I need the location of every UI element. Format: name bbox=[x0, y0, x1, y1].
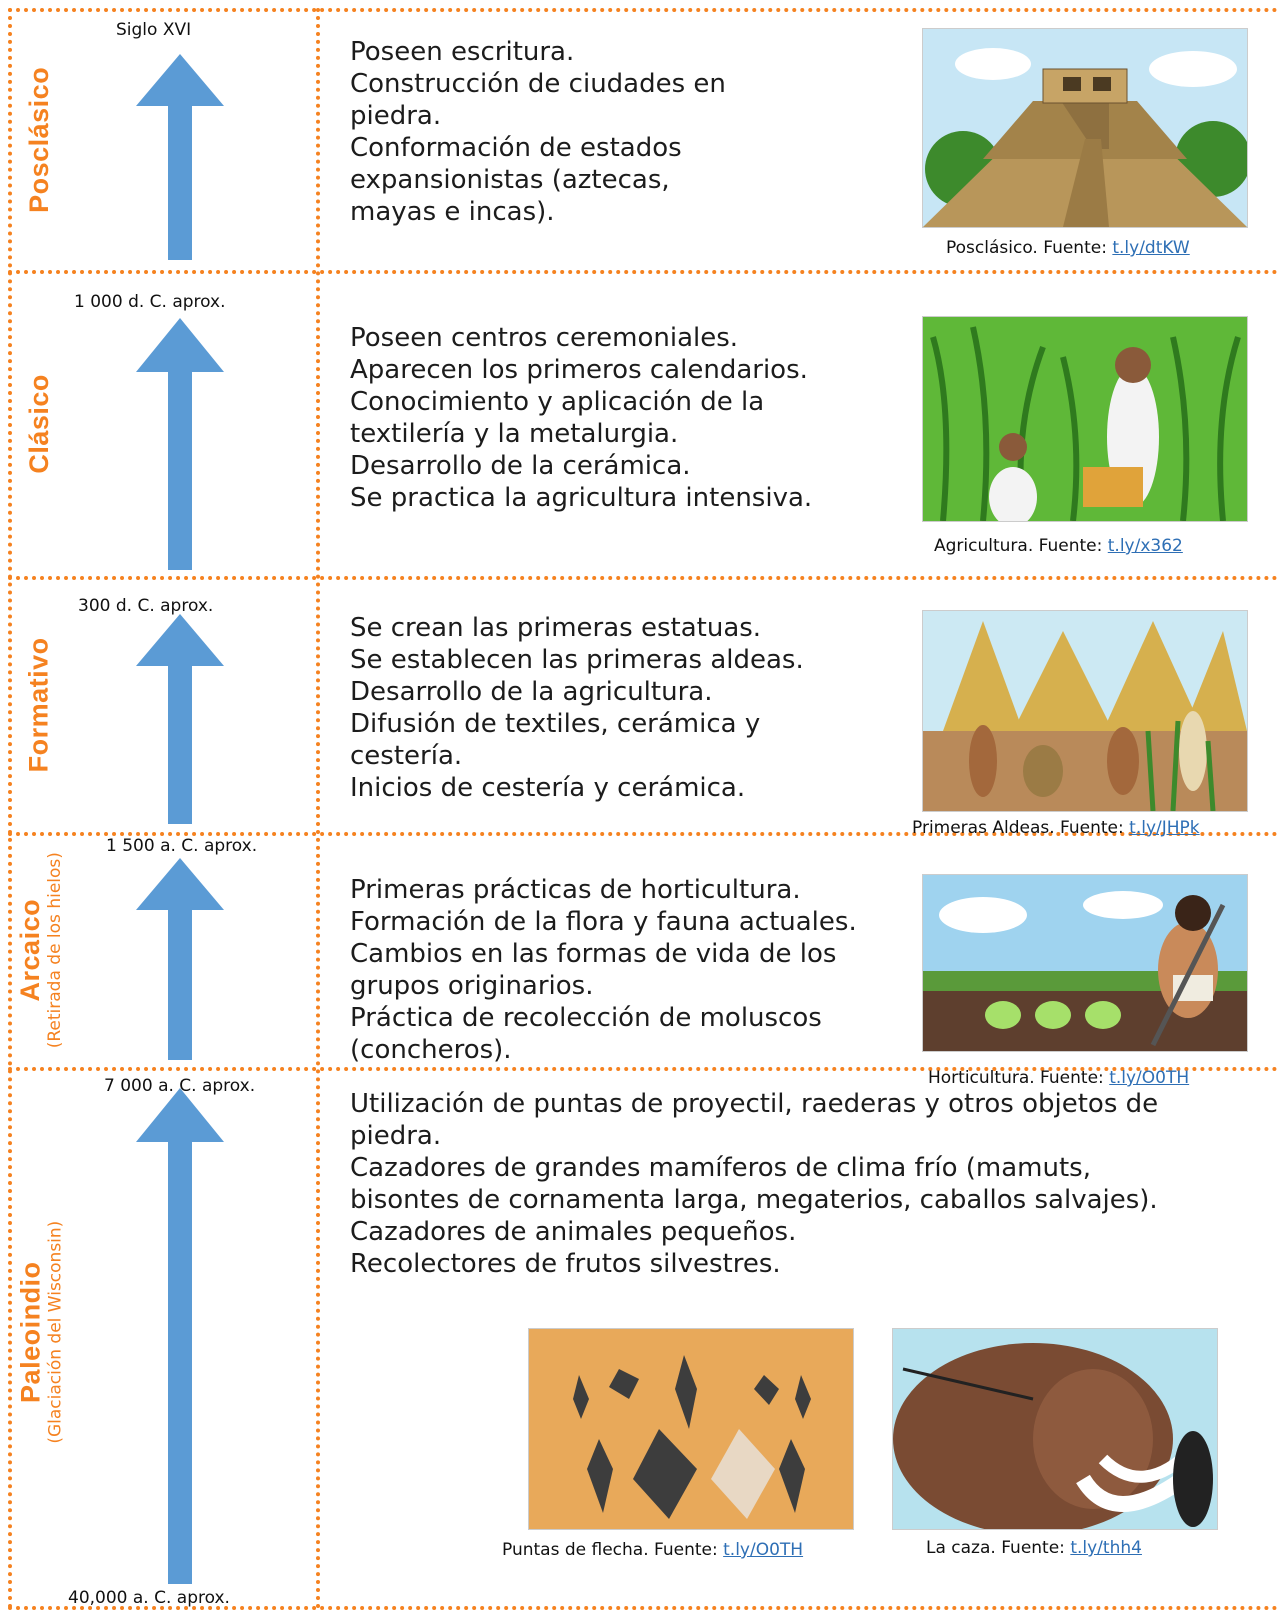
feature-list: Se crean las primeras estatuas. Se estab… bbox=[350, 612, 804, 804]
image-caption: La caza. Fuente: t.ly/thh4 bbox=[926, 1538, 1142, 1558]
source-link[interactable]: t.ly/O0TH bbox=[1109, 1068, 1190, 1088]
date-label: 7 000 a. C. aprox. bbox=[104, 1076, 256, 1096]
source-link[interactable]: t.ly/O0TH bbox=[723, 1540, 804, 1560]
mammoth-hunt-illustration bbox=[892, 1328, 1218, 1530]
row-divider bbox=[8, 1067, 1278, 1071]
period-label: Arcaico (Retirada de los hielos) bbox=[14, 836, 65, 1065]
up-arrow-icon bbox=[136, 318, 224, 570]
period-subtitle: (Retirada de los hielos) bbox=[44, 852, 65, 1049]
period-name: Posclásico bbox=[24, 66, 55, 214]
feature-item: Práctica de recolección de moluscos bbox=[350, 1003, 822, 1033]
image-caption: Horticultura. Fuente: t.ly/O0TH bbox=[928, 1068, 1190, 1088]
source-link[interactable]: t.ly/x362 bbox=[1107, 536, 1183, 556]
date-label: 1 500 a. C. aprox. bbox=[106, 836, 258, 856]
period-label: Clásico bbox=[18, 274, 62, 574]
up-arrow-icon bbox=[136, 858, 224, 1060]
feature-item: Difusión de textiles, cerámica y bbox=[350, 709, 761, 739]
date-label: 300 d. C. aprox. bbox=[78, 596, 214, 616]
feature-item: Conocimiento y aplicación de la bbox=[350, 387, 765, 417]
feature-item: Cambios en las formas de vida de los bbox=[350, 939, 837, 969]
feature-item: Primeras prácticas de horticultura. bbox=[350, 875, 801, 905]
date-label: 40,000 a. C. aprox. bbox=[68, 1588, 230, 1608]
feature-item: expansionistas (aztecas, bbox=[350, 165, 670, 195]
left-border bbox=[8, 8, 12, 1610]
up-arrow-icon bbox=[136, 54, 224, 260]
period-label: Posclásico bbox=[18, 12, 62, 268]
horticulture-illustration bbox=[922, 874, 1248, 1052]
feature-item: Aparecen los primeros calendarios. bbox=[350, 355, 808, 385]
feature-item: Cazadores de animales pequeños. bbox=[350, 1217, 797, 1247]
row-divider bbox=[8, 832, 1278, 836]
up-arrow-icon bbox=[136, 614, 224, 824]
feature-item: Desarrollo de la cerámica. bbox=[350, 451, 691, 481]
source-link[interactable]: t.ly/JHPk bbox=[1129, 818, 1200, 838]
row-divider bbox=[8, 576, 1278, 580]
feature-item: (concheros). bbox=[350, 1035, 512, 1065]
feature-item: Construcción de ciudades en bbox=[350, 69, 726, 99]
feature-item: Se establecen las primeras aldeas. bbox=[350, 645, 804, 675]
period-label: Formativo bbox=[18, 580, 62, 830]
feature-item: piedra. bbox=[350, 1121, 442, 1151]
arrowheads-illustration bbox=[528, 1328, 854, 1530]
pyramid-illustration bbox=[922, 28, 1248, 228]
period-subtitle: (Glaciación del Wisconsin) bbox=[44, 1220, 65, 1444]
feature-item: Recolectores de frutos silvestres. bbox=[350, 1249, 781, 1279]
feature-item: Poseen escritura. bbox=[350, 37, 575, 67]
feature-item: Se crean las primeras estatuas. bbox=[350, 613, 762, 643]
feature-item: grupos originarios. bbox=[350, 971, 594, 1001]
feature-item: Conformación de estados bbox=[350, 133, 682, 163]
feature-item: Cazadores de grandes mamíferos de clima … bbox=[350, 1153, 1091, 1183]
column-divider bbox=[316, 8, 320, 1610]
row-divider bbox=[8, 270, 1278, 274]
image-caption: Agricultura. Fuente: t.ly/x362 bbox=[934, 536, 1183, 556]
agriculture-illustration bbox=[922, 316, 1248, 522]
feature-item: mayas e incas). bbox=[350, 197, 555, 227]
feature-item: cestería. bbox=[350, 741, 463, 771]
feature-list: Poseen centros ceremoniales. Aparecen lo… bbox=[350, 322, 812, 514]
feature-list: Poseen escritura. Construcción de ciudad… bbox=[350, 36, 726, 228]
period-name: Paleoindio bbox=[14, 1261, 45, 1403]
up-arrow-icon bbox=[136, 1088, 224, 1584]
feature-list: Utilización de puntas de proyectil, raed… bbox=[350, 1088, 1158, 1280]
feature-item: Inicios de cestería y cerámica. bbox=[350, 773, 746, 803]
image-caption: Primeras Aldeas. Fuente: t.ly/JHPk bbox=[912, 818, 1200, 838]
period-label: Paleoindio (Glaciación del Wisconsin) bbox=[14, 1072, 65, 1592]
period-name: Formativo bbox=[24, 637, 55, 773]
source-link[interactable]: t.ly/dtKW bbox=[1112, 238, 1190, 258]
feature-item: Formación de la flora y fauna actuales. bbox=[350, 907, 857, 937]
feature-list: Primeras prácticas de horticultura. Form… bbox=[350, 874, 857, 1066]
image-caption: Puntas de flecha. Fuente: t.ly/O0TH bbox=[502, 1540, 804, 1560]
period-name: Arcaico bbox=[14, 899, 45, 1002]
feature-item: Desarrollo de la agricultura. bbox=[350, 677, 713, 707]
feature-item: Se practica la agricultura intensiva. bbox=[350, 483, 813, 513]
village-illustration bbox=[922, 610, 1248, 812]
period-name: Clásico bbox=[24, 374, 55, 474]
top-border bbox=[8, 8, 1278, 12]
bottom-border bbox=[8, 1606, 1278, 1610]
feature-item: Poseen centros ceremoniales. bbox=[350, 323, 739, 353]
date-label: 1 000 d. C. aprox. bbox=[74, 292, 226, 312]
date-label: Siglo XVI bbox=[116, 20, 192, 40]
feature-item: textilería y la metalurgia. bbox=[350, 419, 679, 449]
source-link[interactable]: t.ly/thh4 bbox=[1070, 1538, 1142, 1558]
feature-item: bisontes de cornamenta larga, megaterios… bbox=[350, 1185, 1158, 1215]
feature-item: piedra. bbox=[350, 101, 442, 131]
image-caption: Posclásico. Fuente: t.ly/dtKW bbox=[946, 238, 1190, 258]
feature-item: Utilización de puntas de proyectil, raed… bbox=[350, 1089, 1159, 1119]
